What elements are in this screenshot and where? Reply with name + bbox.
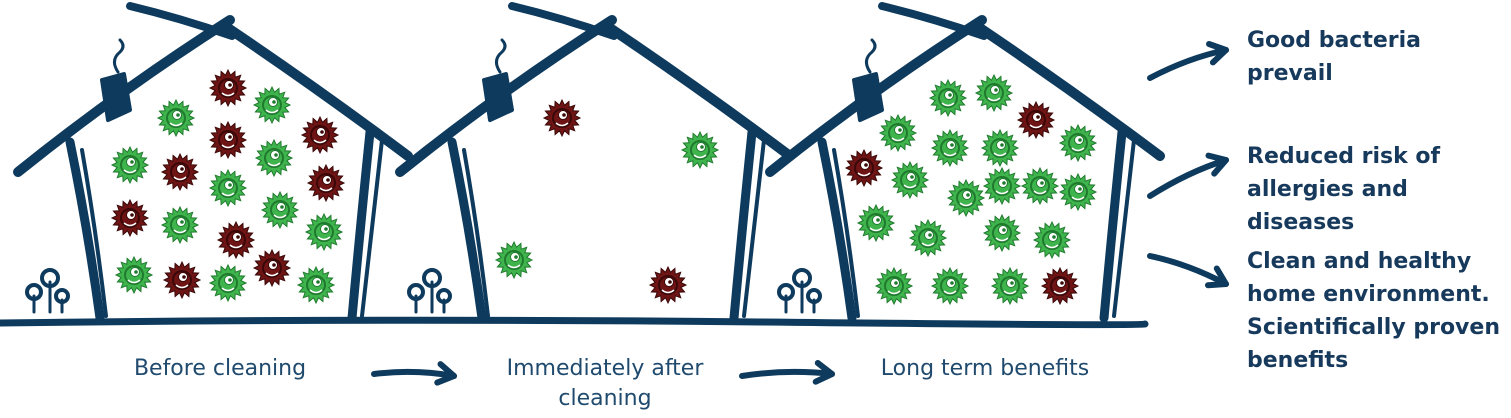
- good-bacteria-icon: [980, 128, 1020, 168]
- benefit-reduced-risk: Reduced risk of allergies and diseases: [1247, 144, 1441, 235]
- bad-bacteria-icon: [300, 115, 340, 155]
- plant-icon: [777, 268, 822, 314]
- good-bacteria-icon: [252, 85, 292, 125]
- good-bacteria-icon: [928, 78, 968, 118]
- arrow-icon: [739, 360, 835, 385]
- good-bacteria-icon: [494, 240, 534, 280]
- good-bacteria-icon: [680, 130, 720, 170]
- chimney: [852, 72, 884, 122]
- benefit-good-bacteria: Good bacteria prevail: [1247, 28, 1422, 86]
- plant-icon: [25, 268, 70, 314]
- ground-line: [0, 316, 1149, 329]
- good-bacteria-icon: [1058, 123, 1098, 163]
- good-bacteria-icon: [908, 218, 948, 258]
- house-icon: [765, 2, 1165, 323]
- chimney: [100, 72, 132, 122]
- bad-bacteria-icon: [542, 98, 582, 138]
- good-bacteria-icon: [296, 265, 336, 305]
- good-bacteria-icon: [304, 212, 344, 252]
- plant-icon: [407, 268, 452, 314]
- chimney: [482, 72, 514, 122]
- good-bacteria-icon: [156, 98, 196, 138]
- good-bacteria-icon: [254, 138, 294, 178]
- good-bacteria-icon: [208, 263, 248, 303]
- bad-bacteria-icon: [648, 265, 688, 305]
- good-bacteria-icon: [874, 266, 914, 306]
- good-bacteria-icon: [110, 145, 150, 185]
- good-bacteria-icon: [878, 113, 918, 153]
- bad-bacteria-icon: [160, 152, 200, 192]
- good-bacteria-icon: [930, 128, 970, 168]
- arrow-icon: [1147, 253, 1229, 289]
- arrow-icon: [1147, 152, 1229, 199]
- good-bacteria-icon: [208, 168, 248, 208]
- bad-bacteria-icon: [1016, 100, 1056, 140]
- arrow-icon: [371, 361, 457, 386]
- house-icon: [395, 2, 795, 323]
- bad-bacteria-icon: [208, 120, 248, 160]
- benefit-healthy-home: Clean and healthy home environment. Scie…: [1247, 249, 1500, 373]
- good-bacteria-icon: [890, 160, 930, 200]
- houses-layer: [0, 2, 1165, 329]
- bacteria-layer: [110, 68, 1098, 306]
- stage-caption-long-term: Long term benefits: [880, 356, 1090, 381]
- bad-bacteria-icon: [844, 148, 884, 188]
- bad-bacteria-icon: [1040, 266, 1080, 306]
- good-bacteria-icon: [1032, 220, 1072, 260]
- stage-caption-immediately-after: Immediately after cleaning: [506, 356, 704, 411]
- bad-bacteria-icon: [162, 260, 202, 300]
- bad-bacteria-icon: [208, 68, 248, 108]
- stage-caption-before: Before cleaning: [133, 356, 307, 381]
- good-bacteria-icon: [856, 203, 896, 243]
- good-bacteria-icon: [946, 178, 986, 218]
- arrow-icon: [1147, 41, 1229, 81]
- good-bacteria-icon: [160, 205, 200, 245]
- good-bacteria-icon: [1058, 172, 1098, 212]
- good-bacteria-icon: [114, 255, 154, 295]
- good-bacteria-icon: [1020, 166, 1060, 206]
- good-bacteria-icon: [982, 213, 1022, 253]
- house-icon: [13, 2, 413, 323]
- bad-bacteria-icon: [306, 163, 346, 203]
- good-bacteria-icon: [982, 166, 1022, 206]
- bad-bacteria-icon: [110, 198, 150, 238]
- bad-bacteria-icon: [216, 220, 256, 260]
- good-bacteria-icon: [974, 73, 1014, 113]
- good-bacteria-icon: [260, 190, 300, 230]
- good-bacteria-icon: [930, 266, 970, 306]
- bad-bacteria-icon: [252, 248, 292, 288]
- arrows-layer: [371, 41, 1229, 386]
- good-bacteria-icon: [990, 266, 1030, 306]
